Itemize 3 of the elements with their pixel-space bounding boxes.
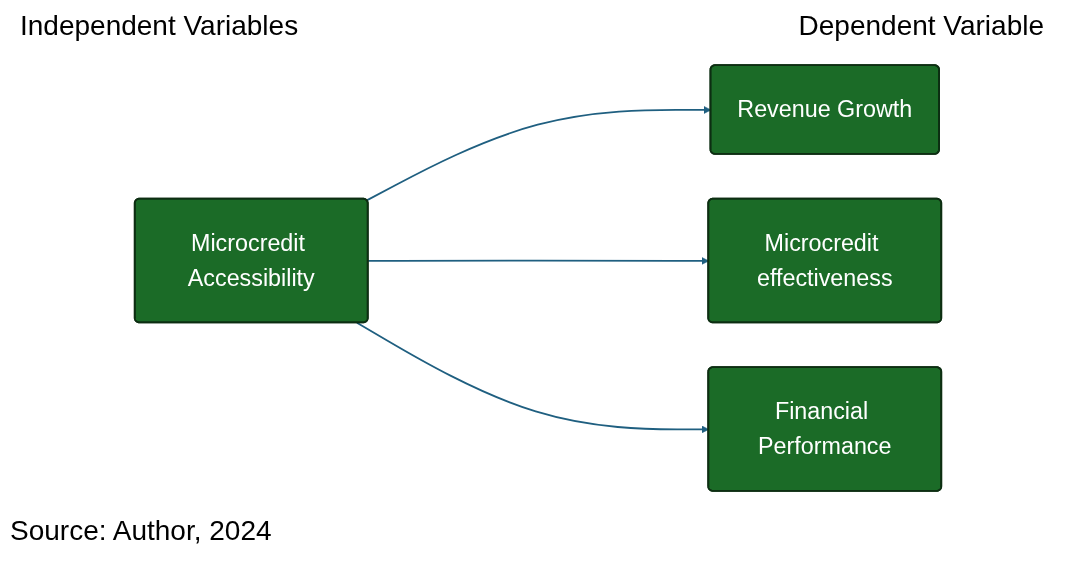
column-heading: Independent Variables: [20, 10, 299, 42]
column-heading: Dependent Variable: [798, 10, 1044, 42]
source-caption: Source: Author, 2024: [10, 515, 272, 547]
